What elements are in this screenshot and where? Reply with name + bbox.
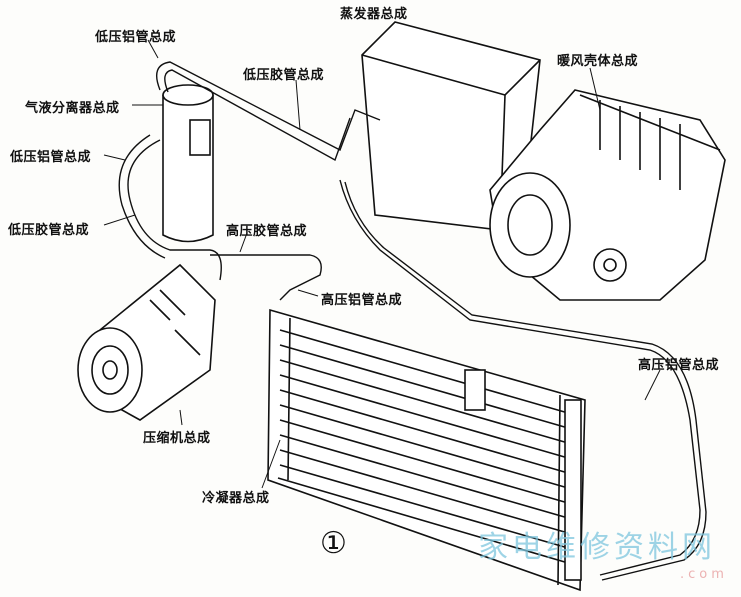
label-low-pressure-hose-left: 低压胶管总成 [8,223,90,238]
label-low-pressure-al-pipe-top: 低压铝管总成 [95,30,177,45]
label-accumulator: 气液分离器总成 [25,101,120,116]
condenser-illustration [267,308,586,592]
refrigerant-pipes [118,61,707,581]
label-high-pressure-hose: 高压胶管总成 [226,224,308,239]
label-high-pressure-al-pipe-mid: 高压铝管总成 [321,293,403,308]
label-condenser: 冷凝器总成 [202,491,270,506]
figure-number: ① [320,526,347,561]
watermark-url: .com [680,567,728,582]
compressor-illustration [77,263,216,421]
label-heater-housing: 暖风壳体总成 [557,54,639,69]
accumulator-illustration [162,84,214,243]
heater-housing-illustration [489,89,726,301]
watermark: 家电维修资料网 [478,530,716,565]
leader-lines [103,39,661,489]
label-high-pressure-al-pipe-right: 高压铝管总成 [638,358,720,373]
label-low-pressure-al-pipe-left: 低压铝管总成 [10,150,92,165]
label-low-pressure-hose-top: 低压胶管总成 [243,68,325,83]
label-compressor: 压缩机总成 [143,431,211,446]
label-evaporator: 蒸发器总成 [340,7,408,22]
